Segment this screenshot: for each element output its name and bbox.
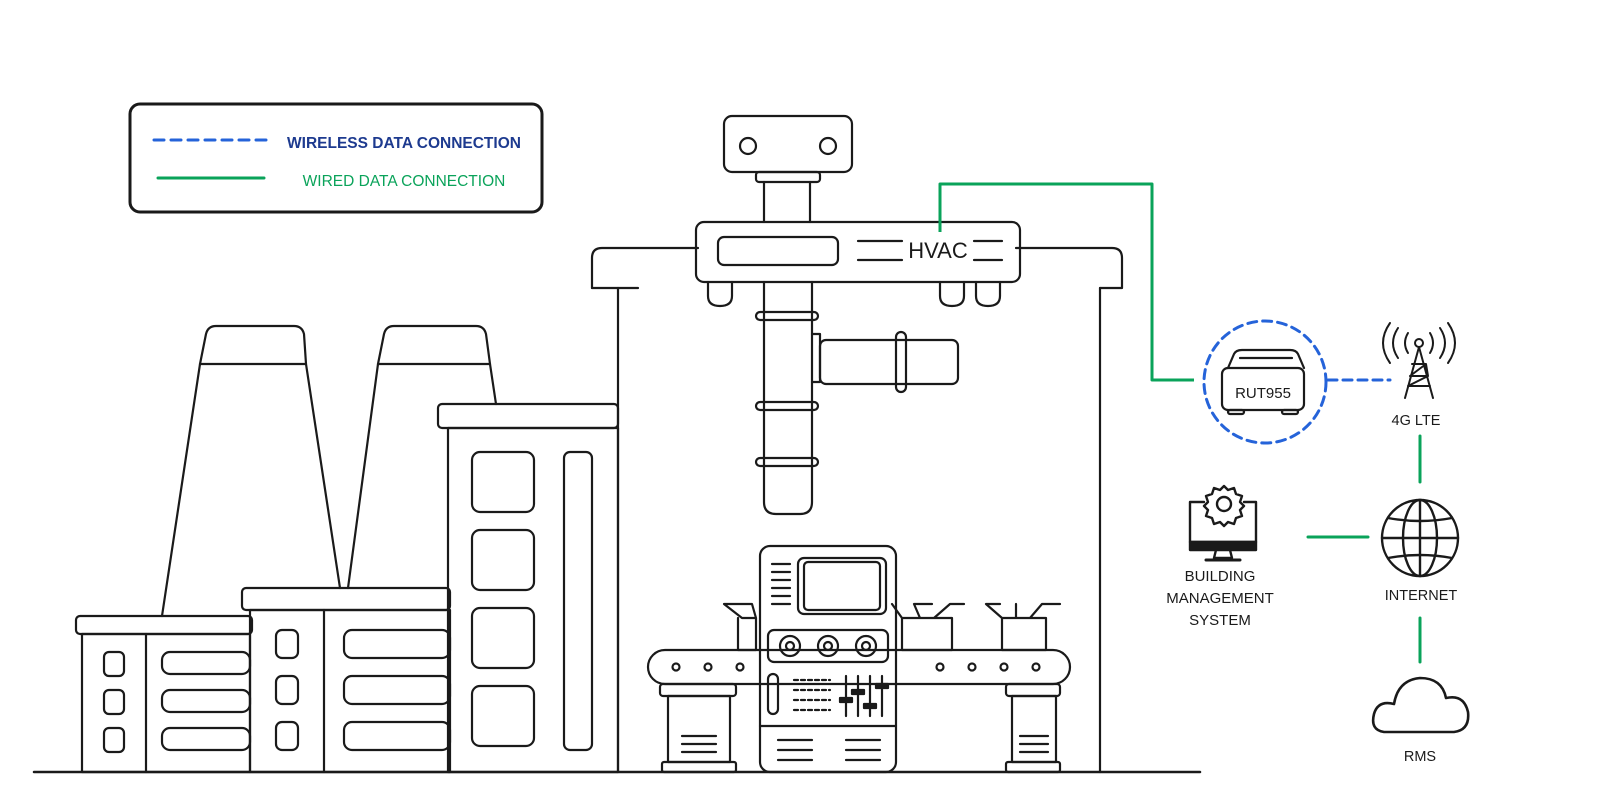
tower-label: 4G LTE [1392,413,1441,429]
router-label: RUT955 [1235,385,1291,402]
conveyor-machine [646,544,1072,774]
hvac-label: HVAC [908,238,968,263]
monitor-gear-icon [1188,484,1258,562]
factory-buildings [74,324,620,774]
router-icon [1220,348,1306,416]
wireless-range-circle [1202,319,1328,445]
cloud-icon [1371,676,1470,734]
router-node [1202,319,1328,445]
internet-label: INTERNET [1385,588,1458,604]
bms-label-line3: SYSTEM [1189,612,1251,629]
hvac-hall [590,114,1124,774]
bms-label-line1: BUILDING [1185,568,1256,585]
legend-box [128,102,544,214]
bms-label-line2: MANAGEMENT [1166,590,1274,607]
legend-wired-label: WIRED DATA CONNECTION [303,173,506,190]
rms-label: RMS [1404,749,1436,765]
globe-icon [1380,498,1460,578]
connections [938,182,1422,664]
legend-wireless-label: WIRELESS DATA CONNECTION [287,135,521,152]
cell-tower-icon [1382,322,1456,399]
wired-hvac-router [938,182,1194,382]
